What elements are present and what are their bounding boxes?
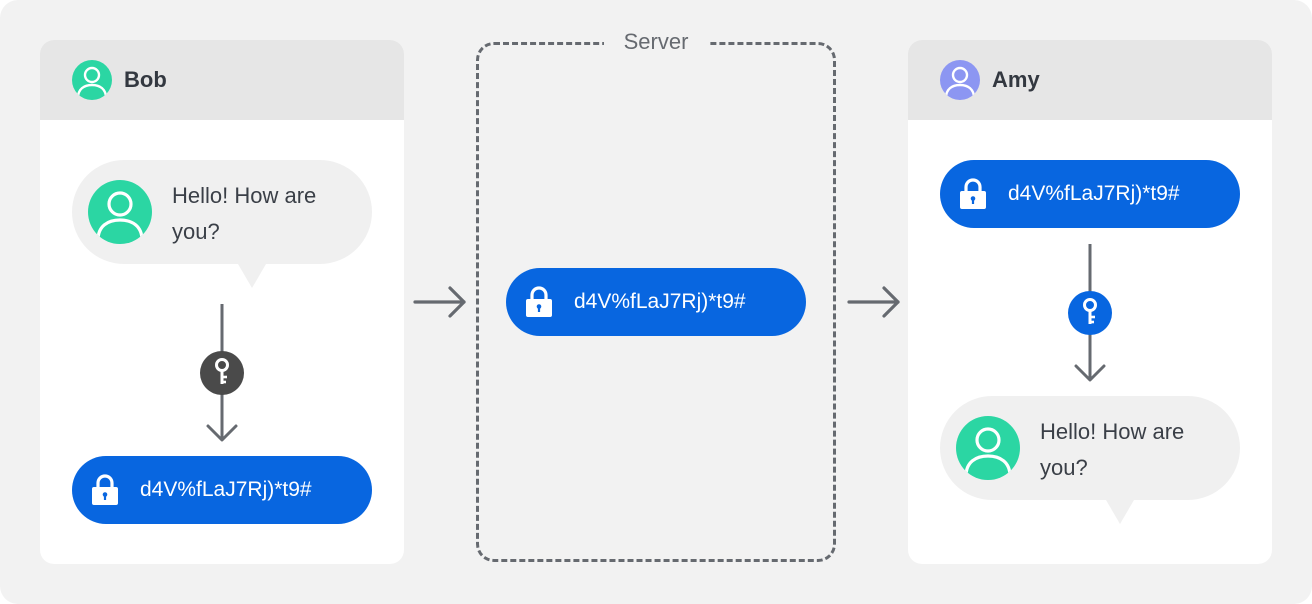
bob-panel-header: Bob: [40, 40, 404, 120]
bob-encrypt-arrow-down-icon: [206, 304, 238, 442]
amy-decrypt-arrow-down-icon: [1074, 244, 1106, 382]
amy-avatar-icon: [940, 60, 980, 100]
bob-message-bubble: Hello! How are you?: [72, 160, 372, 288]
amy-encrypted-message: d4V%fLaJ7Rj)*t9#: [940, 160, 1240, 228]
bob-avatar-icon: [72, 60, 112, 100]
amy-message-bubble: Hello! How are you?: [940, 396, 1240, 524]
bob-message-text: Hello! How are you?: [172, 183, 317, 244]
lock-icon: [92, 474, 118, 505]
server-encrypted-text: d4V%fLaJ7Rj)*t9#: [574, 290, 746, 313]
lock-icon: [960, 178, 986, 209]
bob-encrypted-message: d4V%fLaJ7Rj)*t9#: [72, 456, 372, 524]
bob-key-icon: [200, 351, 244, 395]
amy-encrypted-text: d4V%fLaJ7Rj)*t9#: [1008, 182, 1180, 205]
amy-message-text: Hello! How are you?: [1040, 419, 1185, 480]
server-label: Server: [604, 28, 708, 56]
bob-panel: Bob Hello! How are you?: [40, 40, 404, 564]
amy-panel: Amy d4V%fLaJ7Rj)*t9#: [908, 40, 1272, 564]
amy-message-avatar-icon: [956, 416, 1020, 480]
bob-message-avatar-icon: [88, 180, 152, 244]
arrow-right-icon: [847, 286, 900, 318]
server-encrypted-message: d4V%fLaJ7Rj)*t9#: [506, 268, 806, 336]
amy-name: Amy: [992, 67, 1040, 92]
amy-panel-header: Amy: [908, 40, 1272, 120]
bob-encrypted-text: d4V%fLaJ7Rj)*t9#: [140, 478, 312, 501]
bob-name: Bob: [124, 67, 167, 92]
lock-icon: [526, 286, 552, 317]
amy-key-icon: [1068, 291, 1112, 335]
arrow-right-icon: [413, 286, 466, 318]
